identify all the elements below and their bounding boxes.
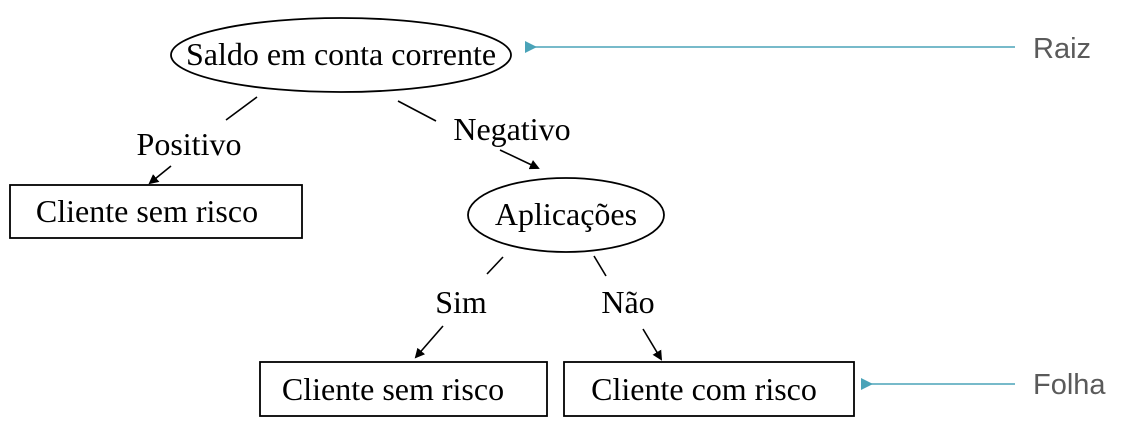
edge-nao-arrow [642,328,663,361]
leaf-sim-box [259,361,548,417]
leaf-cliente-sem-risco-left: Cliente sem risco [9,184,303,239]
leaf-left-box [9,184,303,239]
leaf-sim-label: Cliente sem risco [282,371,504,407]
edge-sim-arrow [414,325,444,359]
edge-negativo-arrow [499,149,540,170]
annotation-raiz: Raiz [1033,33,1091,65]
annotation-folha: Folha [1033,369,1106,401]
leaf-nao-box [563,361,855,417]
aplicacoes-node: Aplicações [467,177,665,253]
edge-positivo-upper [225,96,258,121]
aplicacoes-node-label: Aplicações [495,196,637,232]
root-node-ellipse [170,17,512,93]
leaf-nao-label: Cliente com risco [591,371,817,407]
edge-negativo-upper [397,100,437,122]
aplicacoes-node-ellipse [467,177,665,253]
leaf-cliente-com-risco: Cliente com risco [563,361,855,417]
edge-label-sim: Sim [435,284,487,320]
edge-label-nao: Não [601,284,654,320]
leaf-left-label: Cliente sem risco [36,193,258,229]
root-node: Saldo em conta corrente [170,17,512,93]
edge-nao-upper [593,255,607,277]
edge-label-negativo: Negativo [453,111,570,147]
edge-positivo-arrow [148,165,172,185]
edge-sim-upper [486,256,504,275]
root-node-label: Saldo em conta corrente [186,36,496,72]
leaf-cliente-sem-risco-sim: Cliente sem risco [259,361,548,417]
edge-label-positivo: Positivo [137,126,242,162]
